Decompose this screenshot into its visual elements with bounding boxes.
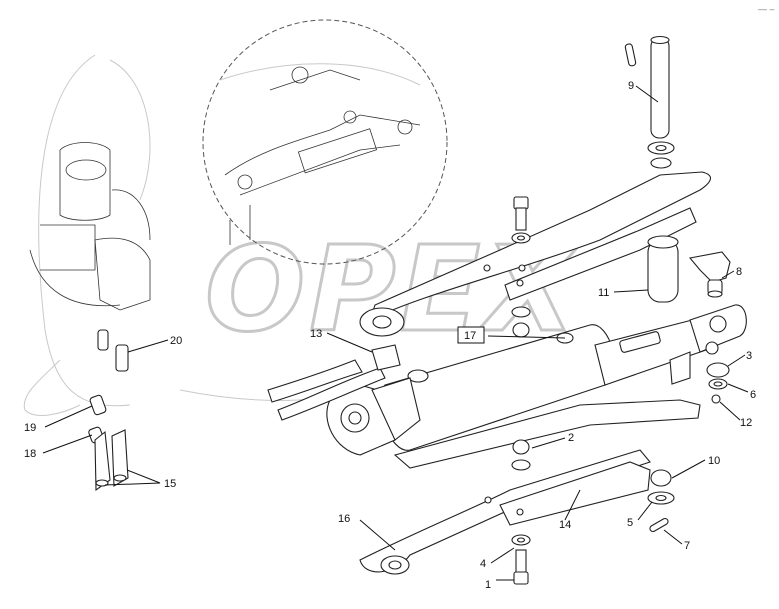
hydraulic-cylinder-part-17 — [326, 304, 747, 456]
label-part-8: 8 — [736, 266, 742, 278]
hydraulic-hoses — [267, 344, 401, 421]
sleeve-part-11 — [647, 235, 679, 303]
label-part-3: 3 — [746, 350, 752, 362]
label-part-15: 15 — [164, 478, 176, 490]
label-part-19: 19 — [24, 422, 36, 434]
label-box-part-17 — [457, 326, 485, 344]
label-part-6: 6 — [750, 389, 756, 401]
label-part-14: 14 — [559, 519, 571, 531]
detail-inset-circle — [202, 19, 448, 265]
label-part-16: 16 — [338, 513, 350, 525]
label-part-12: 12 — [740, 417, 752, 429]
left-fittings — [88, 329, 129, 492]
tractor-context-outline — [23, 54, 341, 416]
lower-bolt-and-washers — [511, 439, 675, 585]
seal-rings — [706, 362, 730, 404]
label-part-4: 4 — [480, 558, 486, 570]
label-part-9: 9 — [628, 80, 634, 92]
label-part-13: 13 — [310, 328, 322, 340]
label-part-18: 18 — [24, 448, 36, 460]
fitting-part-8 — [688, 251, 731, 298]
pin-part-9 — [624, 35, 675, 169]
label-part-1: 1 — [485, 579, 491, 591]
callout-labels: 1 2 3 4 5 6 7 8 9 10 11 12 13 14 15 16 1… — [24, 80, 756, 591]
label-part-17: 17 — [464, 330, 476, 342]
upper-bolt — [511, 196, 531, 338]
label-part-5: 5 — [627, 517, 633, 529]
label-part-10: 10 — [708, 455, 720, 467]
label-part-20: 20 — [170, 335, 182, 347]
upper-lift-rod — [359, 171, 711, 337]
callout-leaders — [42, 85, 749, 581]
label-part-2: 2 — [568, 432, 574, 444]
lower-lift-rod-part-16 — [359, 399, 701, 575]
corner-mark: — – — [758, 4, 775, 14]
label-part-11: 11 — [598, 287, 609, 299]
label-part-7: 7 — [684, 540, 690, 552]
